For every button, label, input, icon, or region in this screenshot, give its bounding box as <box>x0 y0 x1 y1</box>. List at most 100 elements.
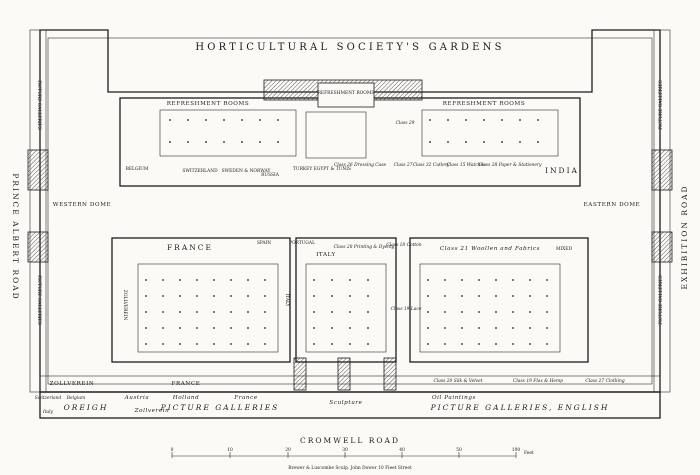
column-dot <box>230 327 232 329</box>
russia-label: RUSSIA <box>261 173 280 178</box>
class-silk-label: Class 20 Silk & Velvet <box>433 379 482 384</box>
column-dot <box>247 343 249 345</box>
column-dot <box>529 327 531 329</box>
column-dot <box>145 311 147 313</box>
column-dot <box>501 141 503 143</box>
picture-galleries-west-top: PICTURE GALLERIES <box>36 80 41 130</box>
column-dot <box>546 327 548 329</box>
scale-tick-label: 30 <box>342 448 348 453</box>
column-dot <box>247 279 249 281</box>
column-dot <box>444 311 446 313</box>
west-court <box>111 237 291 363</box>
picture-galleries-east-top: PICTURE GALLERIES <box>659 80 664 130</box>
class-woollen-label: Class 21 Woollen and Fabrics <box>440 246 540 252</box>
column-dot <box>483 119 485 121</box>
east-dome-tower <box>651 149 673 191</box>
column-dot <box>461 343 463 345</box>
column-dot <box>213 279 215 281</box>
eastern-dome-label: EASTERN DOME <box>584 202 641 208</box>
column-dot <box>478 279 480 281</box>
column-dot <box>512 343 514 345</box>
column-dot <box>495 327 497 329</box>
column-dot <box>247 327 249 329</box>
column-dot <box>331 311 333 313</box>
refreshment-center-label: REFRESHMENT ROOMS <box>318 91 375 96</box>
column-dot <box>145 279 147 281</box>
column-dot <box>349 295 351 297</box>
column-dot <box>349 311 351 313</box>
spain-label: SPAIN <box>257 241 271 246</box>
column-dot <box>196 343 198 345</box>
refreshment-left-label: REFRESHMENT ROOMS <box>167 101 250 107</box>
italy-center-label: ITALY <box>316 252 336 258</box>
column-dot <box>537 141 539 143</box>
column-dot <box>196 311 198 313</box>
class-dressing-label: Class 26 Dressing Case <box>334 163 387 168</box>
portugal-label: PORTUGAL <box>289 241 315 246</box>
east-dome-tower-lower <box>651 231 673 263</box>
north-court-inner-right <box>421 109 559 157</box>
scale-tick-label: 40 <box>399 448 405 453</box>
column-dot <box>187 119 189 121</box>
column-dot <box>495 279 497 281</box>
column-dot <box>213 343 215 345</box>
column-dot <box>546 343 548 345</box>
column-dot <box>247 311 249 313</box>
column-dot <box>313 343 315 345</box>
column-grid <box>145 119 548 345</box>
column-dot <box>461 311 463 313</box>
sculpture-label: Sculpture <box>329 400 362 406</box>
column-dot <box>264 311 266 313</box>
column-dot <box>331 327 333 329</box>
column-dot <box>264 343 266 345</box>
column-dot <box>478 327 480 329</box>
east-court-inner <box>419 263 561 353</box>
column-dot <box>169 141 171 143</box>
column-dot <box>313 327 315 329</box>
column-dot <box>230 343 232 345</box>
class-29-label: Class 29 <box>396 121 415 126</box>
column-dot <box>179 327 181 329</box>
column-dot <box>259 119 261 121</box>
column-dot <box>179 343 181 345</box>
column-dot <box>205 119 207 121</box>
column-dot <box>546 311 548 313</box>
column-dot <box>461 327 463 329</box>
column-dot <box>313 279 315 281</box>
prince-albert-road-label: PRINCE ALBERT ROAD <box>11 173 20 300</box>
class-cutlery-label: Class 32 Cutlery <box>413 163 450 168</box>
column-dot <box>230 295 232 297</box>
column-dot <box>196 327 198 329</box>
column-dot <box>495 343 497 345</box>
north-court-inner <box>159 109 297 157</box>
picture-galleries-english-label: PICTURE GALLERIES, ENGLISH <box>430 403 610 412</box>
column-dot <box>349 279 351 281</box>
column-dot <box>429 119 431 121</box>
column-dot <box>444 327 446 329</box>
picture-galleries-east-bottom: PICTURE GALLERIES <box>659 275 664 325</box>
column-dot <box>259 141 261 143</box>
column-dot <box>444 295 446 297</box>
gardens-label: HORTICULTURAL SOCIETY'S GARDENS <box>195 42 504 53</box>
class-cotton-label: Class 18 Cotton <box>386 243 421 248</box>
column-dot <box>162 327 164 329</box>
column-dot <box>277 141 279 143</box>
column-dot <box>162 279 164 281</box>
engraver-credit: Brewer & Luscombe Sculp. John Dower 10 F… <box>288 466 412 471</box>
column-dot <box>546 295 548 297</box>
column-dot <box>512 327 514 329</box>
class-paper-label: Class 28 Paper & Stationery <box>478 163 542 168</box>
column-dot <box>313 311 315 313</box>
column-dot <box>461 279 463 281</box>
column-dot <box>145 343 147 345</box>
south-galleries <box>39 391 661 419</box>
holland-label: Holland <box>172 395 200 401</box>
column-dot <box>519 141 521 143</box>
column-dot <box>427 311 429 313</box>
column-dot <box>264 279 266 281</box>
column-dot <box>495 311 497 313</box>
east-court <box>409 237 589 363</box>
scale-tick-label: 50 <box>456 448 462 453</box>
column-dot <box>213 295 215 297</box>
